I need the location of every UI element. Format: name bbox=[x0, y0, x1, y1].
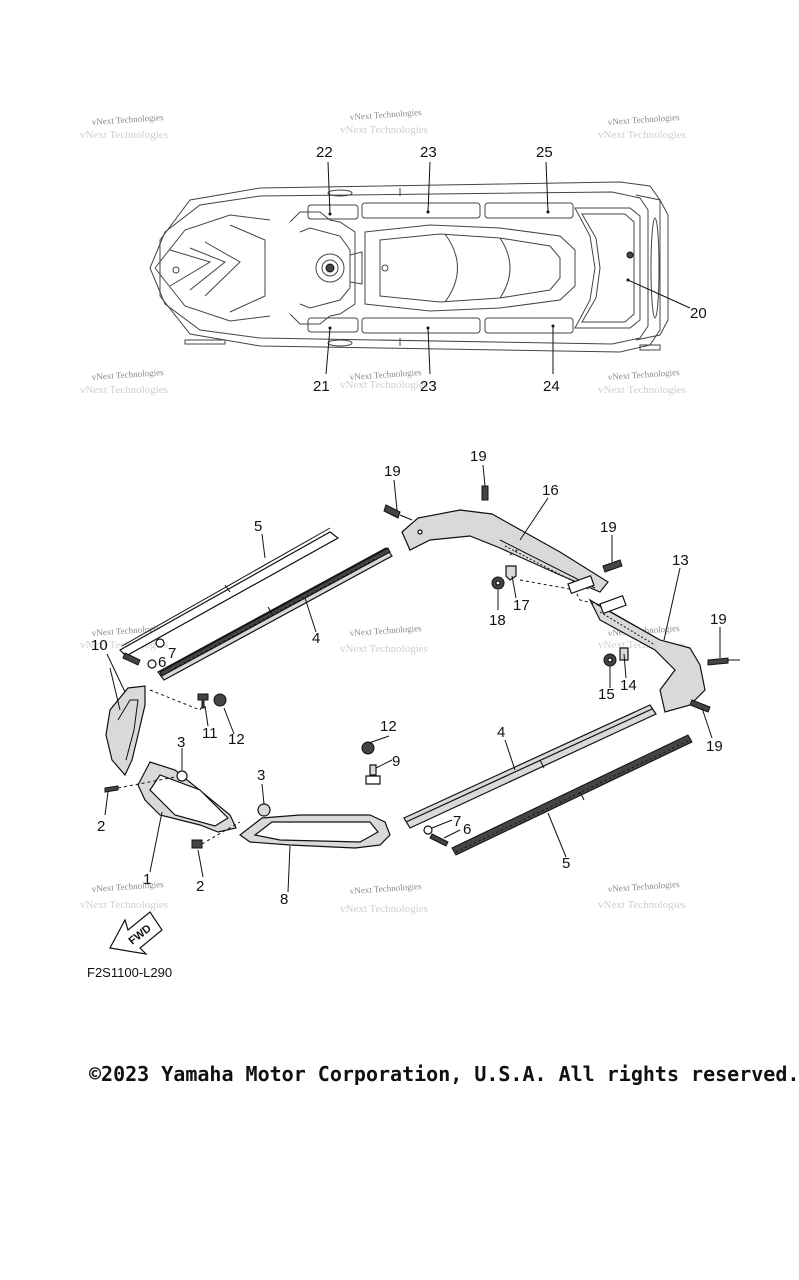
part-4-lower-rail bbox=[403, 704, 657, 829]
callout-19[interactable]: 19 bbox=[470, 448, 487, 465]
watermark-shadow: vNext Technologies bbox=[80, 899, 168, 911]
callout-5[interactable]: 5 bbox=[562, 855, 570, 872]
washer-7 bbox=[423, 825, 433, 835]
callout-22[interactable]: 22 bbox=[316, 144, 333, 161]
parts-diagram: vNext Technologies vNext Technologies vN… bbox=[80, 107, 740, 955]
watermark: vNext Technologies bbox=[349, 107, 422, 122]
watermarks: vNext Technologies vNext Technologies vN… bbox=[80, 107, 686, 915]
callout-25[interactable]: 25 bbox=[536, 144, 553, 161]
watermark-shadow: vNext Technologies bbox=[340, 379, 428, 391]
nut-12 bbox=[361, 741, 375, 755]
top-view-leaders bbox=[325, 161, 691, 375]
watermark-shadow: vNext Technologies bbox=[340, 643, 428, 655]
callout-23[interactable]: 23 bbox=[420, 378, 437, 395]
callout-3[interactable]: 3 bbox=[177, 734, 185, 751]
callout-24[interactable]: 24 bbox=[543, 378, 560, 395]
watercraft-top-view bbox=[149, 181, 669, 353]
washer-3 bbox=[257, 803, 271, 817]
fastener-19-group bbox=[383, 485, 740, 713]
callout-20[interactable]: 20 bbox=[690, 305, 707, 322]
callout-7[interactable]: 7 bbox=[168, 645, 176, 662]
watermark: vNext Technologies bbox=[91, 112, 164, 127]
watermark: vNext Technologies bbox=[91, 879, 164, 894]
part-4-upper-rail bbox=[157, 547, 393, 681]
callout-12[interactable]: 12 bbox=[228, 731, 245, 748]
callout-11[interactable]: 11 bbox=[202, 725, 218, 742]
callout-7[interactable]: 7 bbox=[453, 813, 461, 830]
part-1-front-cover bbox=[137, 761, 237, 833]
watermark: vNext Technologies bbox=[607, 112, 680, 127]
watermark-shadow: vNext Technologies bbox=[340, 124, 428, 136]
watermark-shadow: vNext Technologies bbox=[80, 384, 168, 396]
callout-14[interactable]: 14 bbox=[620, 677, 637, 694]
callout-23[interactable]: 23 bbox=[420, 144, 437, 161]
part-10-front-bracket bbox=[105, 685, 206, 777]
nut-12 bbox=[213, 693, 227, 707]
callout-8[interactable]: 8 bbox=[280, 891, 288, 908]
part-16-rear-rail bbox=[401, 509, 609, 593]
callout-2[interactable]: 2 bbox=[97, 818, 105, 835]
callout-5[interactable]: 5 bbox=[254, 518, 262, 535]
copyright-notice: ©2023 Yamaha Motor Corporation, U.S.A. A… bbox=[89, 1062, 799, 1086]
callout-2[interactable]: 2 bbox=[196, 878, 204, 895]
part-8-front-cover bbox=[238, 814, 391, 849]
part-5-upper-rail bbox=[119, 527, 340, 657]
exploded-view-leaders bbox=[104, 464, 721, 893]
callout-6[interactable]: 6 bbox=[463, 821, 471, 838]
part-5-lower-rail bbox=[451, 734, 693, 856]
watermark-shadow: vNext Technologies bbox=[598, 129, 686, 141]
watermark: vNext Technologies bbox=[349, 623, 422, 638]
bolt-2 bbox=[191, 839, 203, 849]
fwd-arrow-icon: FWD bbox=[109, 911, 163, 955]
watermark: vNext Technologies bbox=[91, 367, 164, 382]
callout-10[interactable]: 10 bbox=[91, 637, 108, 654]
callout-19[interactable]: 19 bbox=[384, 463, 401, 480]
callout-19[interactable]: 19 bbox=[710, 611, 727, 628]
callout-19[interactable]: 19 bbox=[706, 738, 723, 755]
watermark-shadow: vNext Technologies bbox=[598, 899, 686, 911]
callout-4[interactable]: 4 bbox=[497, 724, 505, 741]
callout-12[interactable]: 12 bbox=[380, 718, 397, 735]
fastener-6 bbox=[122, 652, 141, 666]
bolt-2 bbox=[104, 785, 119, 793]
callout-3[interactable]: 3 bbox=[257, 767, 265, 784]
callout-9[interactable]: 9 bbox=[392, 753, 400, 770]
watermark: vNext Technologies bbox=[607, 879, 680, 894]
callout-18[interactable]: 18 bbox=[489, 612, 506, 629]
diagram-code: F2S1100-L290 bbox=[87, 965, 173, 980]
callout-17[interactable]: 17 bbox=[513, 597, 530, 614]
part-13-rear-rail bbox=[588, 598, 706, 713]
nuts-group bbox=[491, 565, 629, 667]
fastener-6 bbox=[429, 833, 449, 847]
watermark-shadow: vNext Technologies bbox=[80, 129, 168, 141]
watermark-shadow: vNext Technologies bbox=[598, 384, 686, 396]
watermark: vNext Technologies bbox=[607, 367, 680, 382]
callout-1[interactable]: 1 bbox=[143, 871, 151, 888]
callout-15[interactable]: 15 bbox=[598, 686, 615, 703]
callout-19[interactable]: 19 bbox=[600, 519, 617, 536]
washer-7 bbox=[147, 659, 157, 669]
washer-upper bbox=[155, 638, 165, 648]
callout-13[interactable]: 13 bbox=[672, 552, 689, 569]
callout-16[interactable]: 16 bbox=[542, 482, 559, 499]
watermark-shadow: vNext Technologies bbox=[340, 903, 428, 915]
watermark: vNext Technologies bbox=[349, 881, 422, 896]
clip-9 bbox=[369, 764, 377, 776]
callout-21[interactable]: 21 bbox=[313, 378, 330, 395]
bolt-11 bbox=[197, 693, 209, 709]
callout-4[interactable]: 4 bbox=[312, 630, 320, 647]
callout-6[interactable]: 6 bbox=[158, 654, 166, 671]
